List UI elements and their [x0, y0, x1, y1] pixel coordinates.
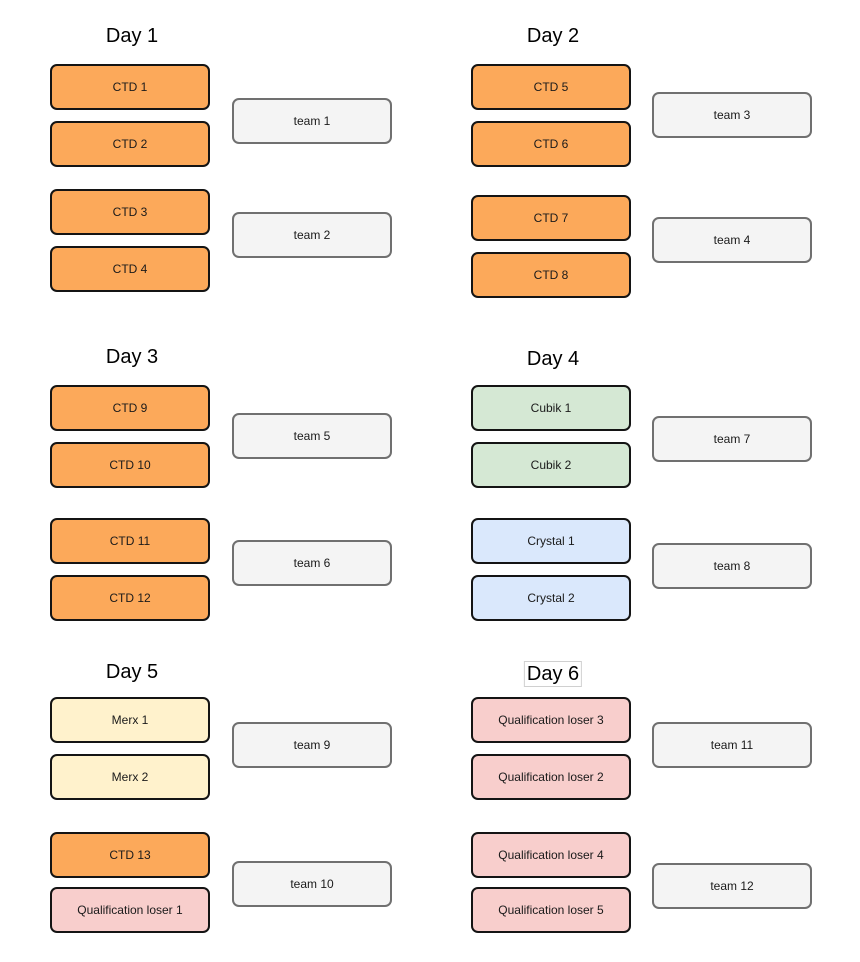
slot-box: Qualification loser 1 — [50, 887, 210, 933]
slot-box: CTD 5 — [471, 64, 631, 110]
slot-box: CTD 3 — [50, 189, 210, 235]
day-4-title: Day 4 — [526, 348, 580, 370]
slot-box: CTD 9 — [50, 385, 210, 431]
slot-box: Crystal 2 — [471, 575, 631, 621]
slot-box: Qualification loser 5 — [471, 887, 631, 933]
team-box: team 1 — [232, 98, 392, 144]
slot-box: CTD 1 — [50, 64, 210, 110]
slot-box: CTD 12 — [50, 575, 210, 621]
day-5-title: Day 5 — [105, 661, 159, 683]
slot-box: CTD 2 — [50, 121, 210, 167]
day-1-title: Day 1 — [105, 25, 159, 47]
slot-box: Cubik 1 — [471, 385, 631, 431]
team-box: team 7 — [652, 416, 812, 462]
team-box: team 6 — [232, 540, 392, 586]
team-box: team 5 — [232, 413, 392, 459]
slot-box: CTD 10 — [50, 442, 210, 488]
team-box: team 11 — [652, 722, 812, 768]
slot-box: CTD 11 — [50, 518, 210, 564]
team-box: team 2 — [232, 212, 392, 258]
slot-box: CTD 4 — [50, 246, 210, 292]
slot-box: Merx 1 — [50, 697, 210, 743]
slot-box: CTD 7 — [471, 195, 631, 241]
slot-box: CTD 13 — [50, 832, 210, 878]
day-6-title: Day 6 — [523, 661, 583, 687]
slot-box: Qualification loser 3 — [471, 697, 631, 743]
team-box: team 9 — [232, 722, 392, 768]
slot-box: CTD 8 — [471, 252, 631, 298]
team-box: team 3 — [652, 92, 812, 138]
team-box: team 12 — [652, 863, 812, 909]
slot-box: Crystal 1 — [471, 518, 631, 564]
day-2-title: Day 2 — [526, 25, 580, 47]
slot-box: Qualification loser 2 — [471, 754, 631, 800]
day-3-title: Day 3 — [105, 346, 159, 368]
slot-box: Qualification loser 4 — [471, 832, 631, 878]
slot-box: CTD 6 — [471, 121, 631, 167]
team-box: team 8 — [652, 543, 812, 589]
team-box: team 4 — [652, 217, 812, 263]
slot-box: Merx 2 — [50, 754, 210, 800]
team-box: team 10 — [232, 861, 392, 907]
slot-box: Cubik 2 — [471, 442, 631, 488]
